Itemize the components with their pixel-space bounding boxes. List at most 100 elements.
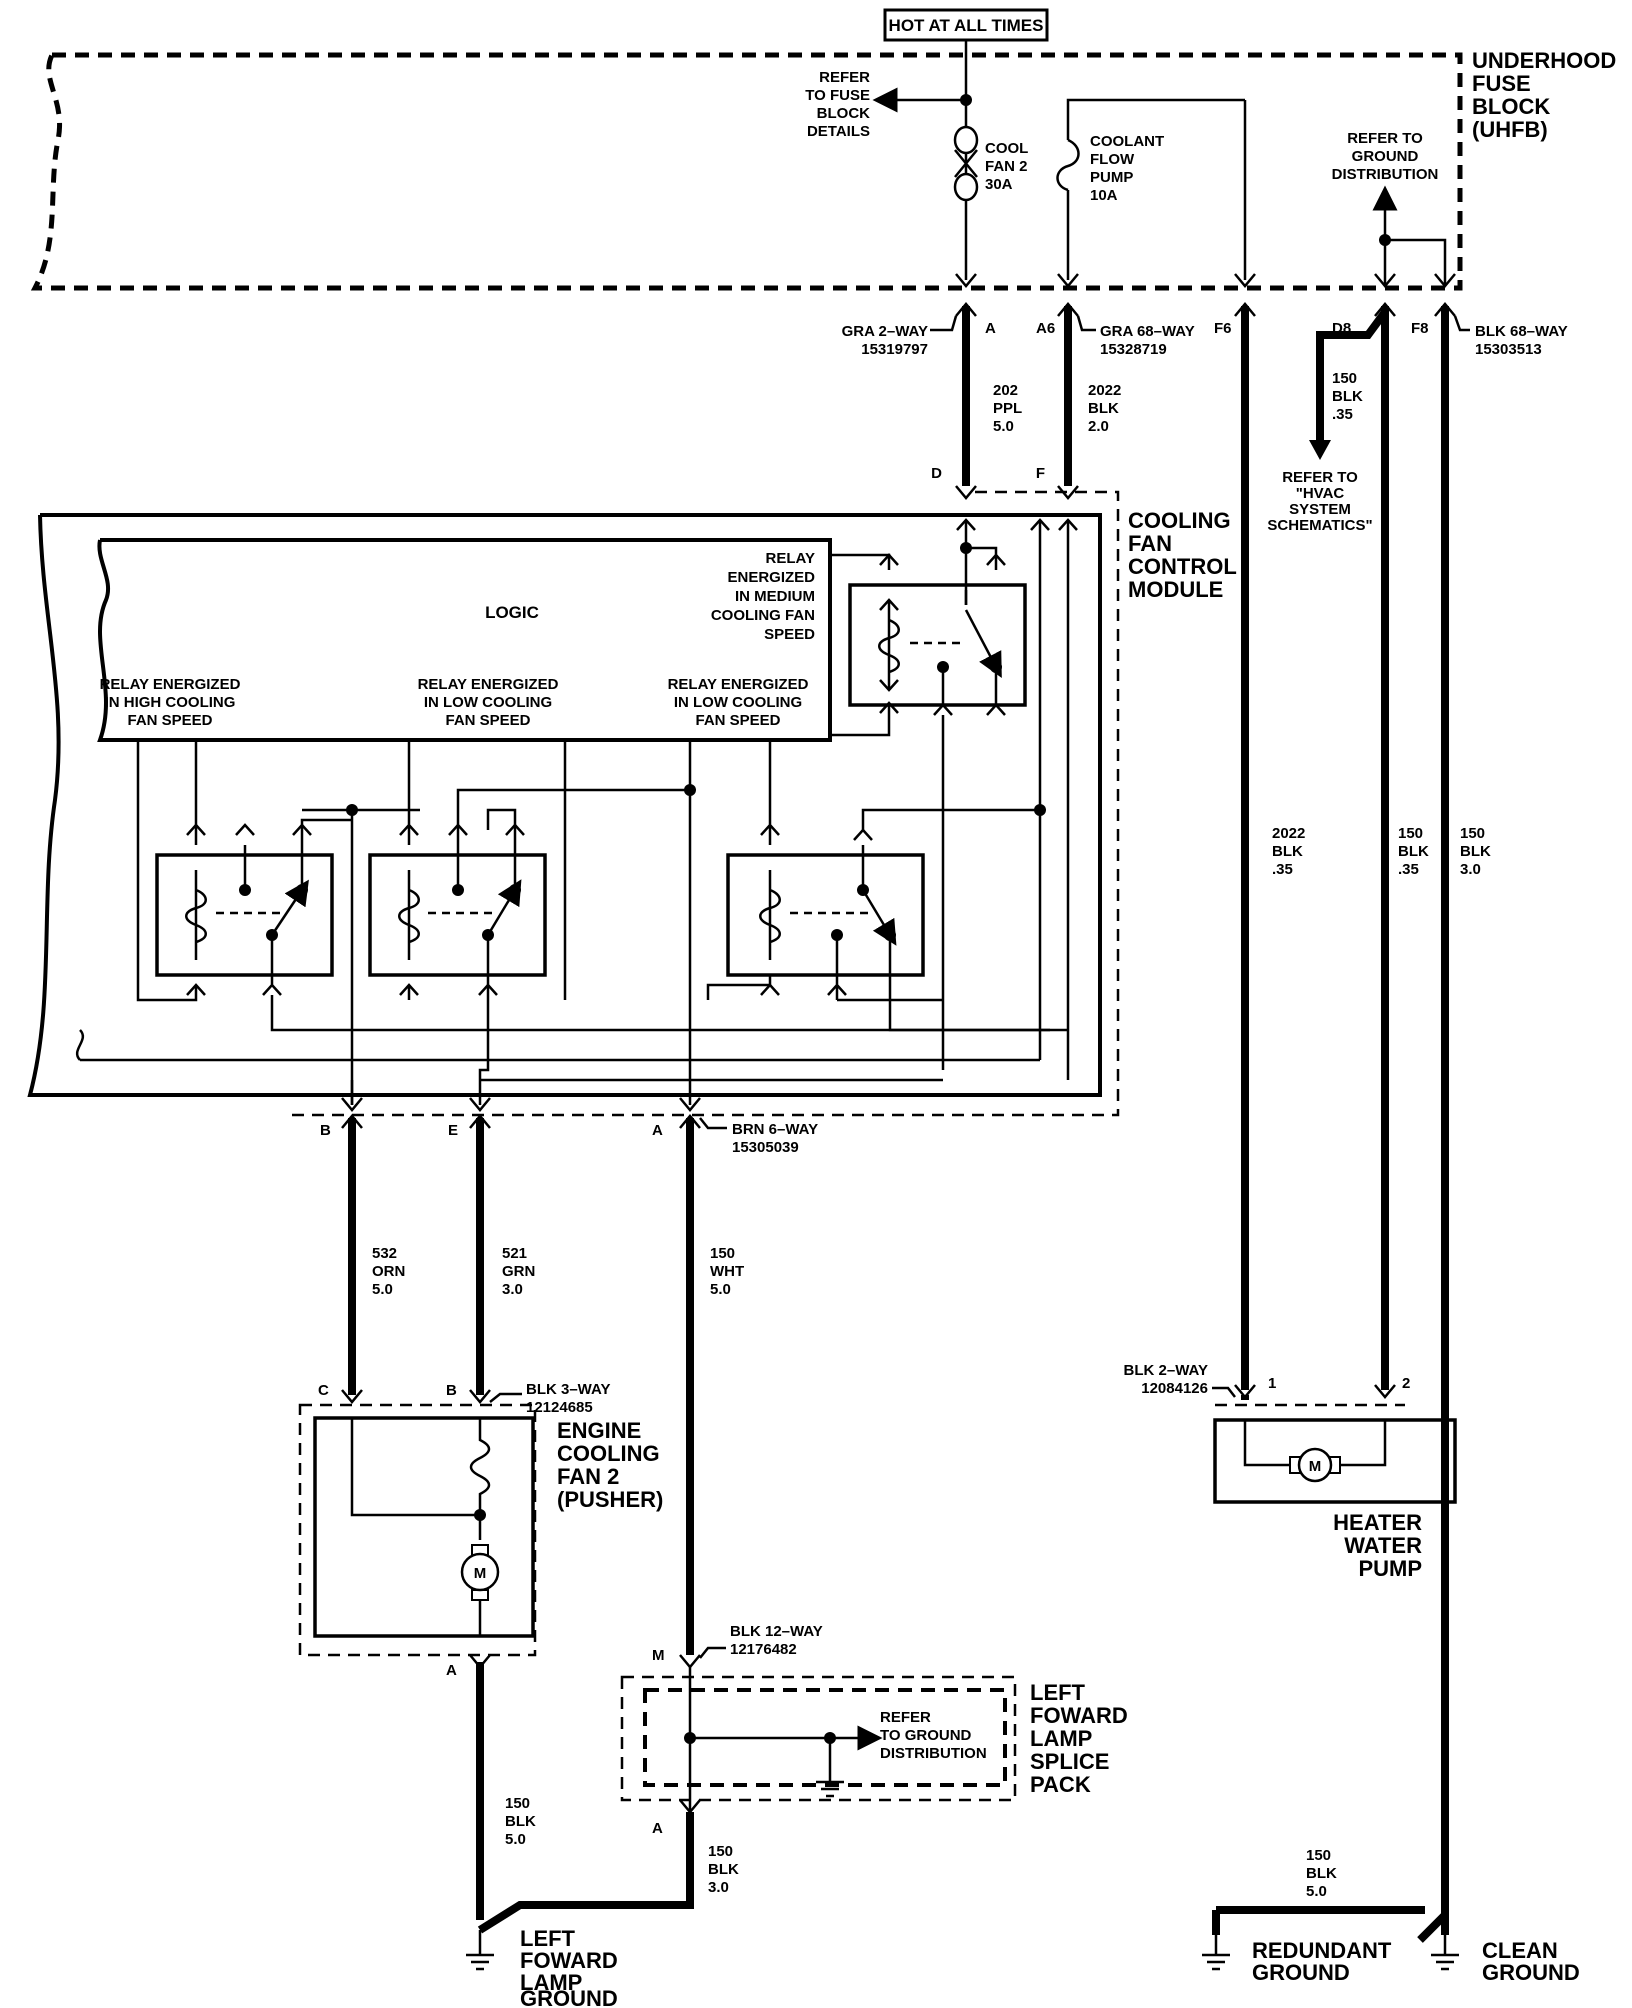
pin-a-splice: A xyxy=(652,1820,663,1837)
svg-text:15303513: 15303513 xyxy=(1475,341,1542,358)
svg-text:532: 532 xyxy=(372,1245,397,1262)
heater-water-pump-label: HEATER WATER PUMP xyxy=(1333,1510,1422,1581)
svg-text:(UHFB): (UHFB) xyxy=(1472,117,1548,142)
pin-b2: B xyxy=(446,1382,457,1399)
svg-text:(PUSHER): (PUSHER) xyxy=(557,1487,663,1512)
cfcm-box xyxy=(27,513,1102,1097)
svg-text:30A: 30A xyxy=(985,176,1013,193)
svg-text:150: 150 xyxy=(1332,370,1357,387)
connector-brn-6-way: BRN 6–WAY 15305039 xyxy=(732,1121,818,1156)
svg-text:150: 150 xyxy=(1460,825,1485,842)
svg-text:RELAY ENERGIZED: RELAY ENERGIZED xyxy=(418,676,559,693)
svg-text:202: 202 xyxy=(993,382,1018,399)
svg-text:.35: .35 xyxy=(1332,406,1353,423)
svg-text:5.0: 5.0 xyxy=(505,1831,526,1848)
svg-text:M: M xyxy=(474,1565,487,1582)
fuse-cool-fan-2-label: COOL FAN 2 30A xyxy=(985,140,1028,193)
svg-text:3.0: 3.0 xyxy=(502,1281,523,1298)
left-foward-lamp-ground-label: LEFT FOWARD LAMP GROUND xyxy=(520,1926,618,2008)
svg-text:SPLICE: SPLICE xyxy=(1030,1749,1109,1774)
wire-2022-blk-035: 2022 BLK .35 xyxy=(1272,825,1305,878)
svg-text:REFER: REFER xyxy=(819,69,870,86)
svg-text:.35: .35 xyxy=(1398,861,1419,878)
svg-text:LEFT: LEFT xyxy=(520,1926,576,1951)
left-foward-lamp-ground-icon xyxy=(466,1930,494,1971)
svg-text:10A: 10A xyxy=(1090,187,1118,204)
svg-text:FAN SPEED: FAN SPEED xyxy=(445,712,530,729)
svg-text:ENERGIZED: ENERGIZED xyxy=(727,569,815,586)
wire-532-orn: 532 ORN 5.0 xyxy=(372,1245,405,1298)
wire-150-blk-30-a: 150 BLK 3.0 xyxy=(1460,825,1491,878)
svg-text:BLK 2–WAY: BLK 2–WAY xyxy=(1124,1362,1208,1379)
pin-b: B xyxy=(320,1122,331,1139)
svg-text:GROUND: GROUND xyxy=(1482,1960,1580,1985)
svg-text:BLK: BLK xyxy=(1332,388,1363,405)
svg-text:BLK 3–WAY: BLK 3–WAY xyxy=(526,1381,610,1398)
pin-d: D xyxy=(931,465,942,482)
svg-text:BLK 12–WAY: BLK 12–WAY xyxy=(730,1623,823,1640)
svg-text:FUSE: FUSE xyxy=(1472,71,1531,96)
svg-text:IN LOW COOLING: IN LOW COOLING xyxy=(674,694,802,711)
svg-text:2022: 2022 xyxy=(1088,382,1121,399)
svg-text:IN HIGH COOLING: IN HIGH COOLING xyxy=(105,694,236,711)
connector-blk-68-way: BLK 68–WAY 15303513 xyxy=(1475,323,1568,358)
relay-low-2 xyxy=(726,853,925,977)
clean-ground-label: CLEAN GROUND xyxy=(1482,1938,1580,1985)
fuse-cool-fan-2-icon xyxy=(953,125,979,202)
fuse-coolant-pump-icon xyxy=(1056,138,1080,192)
connector-blk-3-way: BLK 3–WAY 12124685 xyxy=(526,1381,610,1416)
pin-1: 1 xyxy=(1268,1375,1276,1392)
svg-text:FOWARD: FOWARD xyxy=(520,1948,618,1973)
left-foward-lamp-splice-pack-label: LEFT FOWARD LAMP SPLICE PACK xyxy=(1030,1680,1128,1797)
pin-c: C xyxy=(318,1382,329,1399)
svg-text:IN MEDIUM: IN MEDIUM xyxy=(735,588,815,605)
svg-text:HEATER: HEATER xyxy=(1333,1510,1422,1535)
svg-text:15328719: 15328719 xyxy=(1100,341,1167,358)
pin-m: M xyxy=(652,1647,665,1664)
svg-text:BRN 6–WAY: BRN 6–WAY xyxy=(732,1121,818,1138)
svg-text:ENGINE: ENGINE xyxy=(557,1418,641,1443)
svg-text:RELAY: RELAY xyxy=(766,550,815,567)
svg-text:DISTRIBUTION: DISTRIBUTION xyxy=(880,1745,987,1762)
svg-text:GROUND: GROUND xyxy=(520,1986,618,2008)
svg-text:M: M xyxy=(1309,1458,1322,1475)
svg-text:BLK 68–WAY: BLK 68–WAY xyxy=(1475,323,1568,340)
svg-text:COOLING FAN: COOLING FAN xyxy=(711,607,815,624)
wire-150-wht: 150 WHT 5.0 xyxy=(710,1245,744,1298)
wire-150-blk-50-a: 150 BLK 5.0 xyxy=(505,1795,536,1848)
svg-text:.35: .35 xyxy=(1272,861,1293,878)
heater-water-pump-box xyxy=(1213,1418,1457,1504)
fan2-internal-circuit xyxy=(350,1418,491,1601)
svg-text:BLK: BLK xyxy=(1306,1865,1337,1882)
svg-text:SPEED: SPEED xyxy=(764,626,815,643)
svg-text:BLK: BLK xyxy=(1460,843,1491,860)
svg-text:REDUNDANT: REDUNDANT xyxy=(1252,1938,1392,1963)
svg-text:GRN: GRN xyxy=(502,1263,535,1280)
pin-e: E xyxy=(448,1122,458,1139)
cfcm-label: COOLING FAN CONTROL MODULE xyxy=(1128,508,1237,602)
svg-text:RELAY ENERGIZED: RELAY ENERGIZED xyxy=(100,676,241,693)
refer-hvac-label: REFER TO "HVAC SYSTEM SCHEMATICS" xyxy=(1267,469,1372,534)
svg-text:WHT: WHT xyxy=(710,1263,744,1280)
svg-text:TO FUSE: TO FUSE xyxy=(805,87,870,104)
svg-text:LEFT: LEFT xyxy=(1030,1680,1086,1705)
splice-pack-dashed-outline xyxy=(620,1675,1017,1802)
svg-text:HOT AT ALL TIMES: HOT AT ALL TIMES xyxy=(889,16,1044,35)
svg-text:PUMP: PUMP xyxy=(1358,1556,1422,1581)
svg-text:BLK: BLK xyxy=(708,1861,739,1878)
svg-text:GRA 68–WAY: GRA 68–WAY xyxy=(1100,323,1195,340)
clean-ground-icon xyxy=(1431,1935,1459,1971)
svg-text:REFER TO: REFER TO xyxy=(1347,130,1423,147)
logic-label: LOGIC xyxy=(485,603,539,622)
svg-text:COOLING: COOLING xyxy=(1128,508,1231,533)
svg-text:150: 150 xyxy=(505,1795,530,1812)
svg-text:BLK: BLK xyxy=(505,1813,536,1830)
svg-text:12124685: 12124685 xyxy=(526,1399,593,1416)
fuse-coolant-pump-label: COOLANT FLOW PUMP 10A xyxy=(1090,133,1164,204)
relay-low-2-label: RELAY ENERGIZED IN LOW COOLING FAN SPEED xyxy=(668,676,809,729)
relay-high-label: RELAY ENERGIZED IN HIGH COOLING FAN SPEE… xyxy=(100,676,241,729)
wire-150-blk-035-b: 150 BLK .35 xyxy=(1398,825,1429,878)
svg-text:3.0: 3.0 xyxy=(708,1879,729,1896)
refer-fuse-block-label: REFER TO FUSE BLOCK DETAILS xyxy=(805,69,870,140)
